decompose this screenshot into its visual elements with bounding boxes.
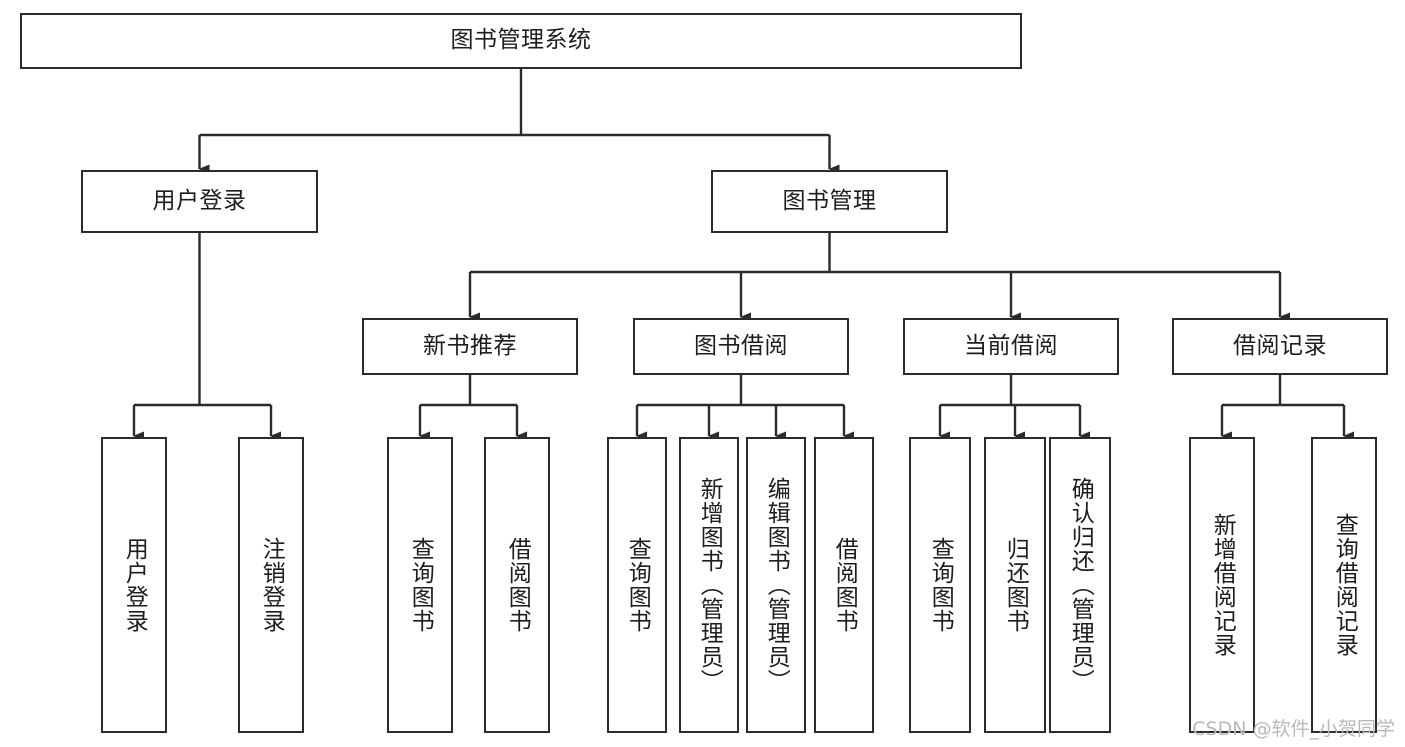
node-borrow-records-label: 借阅记录	[1233, 332, 1327, 359]
node-leaf-logout-label: 注销登录	[258, 537, 285, 633]
node-leaf-borrow-book-label: 借阅图书	[831, 537, 858, 633]
node-leaf-add-book[interactable]: 新增图书（管理员）	[679, 437, 739, 733]
node-user-login-label: 用户登录	[152, 187, 247, 214]
node-leaf-borrow-book-rec-label: 借阅图书	[504, 537, 531, 633]
node-book-borrowing-label: 图书借阅	[694, 332, 788, 359]
node-leaf-query-borrow-record[interactable]: 查询借阅记录	[1311, 437, 1377, 733]
connector-lines	[132, 69, 1354, 441]
node-leaf-confirm-return-label: 确认归还（管理员）	[1067, 477, 1094, 693]
node-book-management[interactable]: 图书管理	[711, 170, 948, 233]
node-root[interactable]: 图书管理系统	[20, 13, 1022, 69]
node-leaf-return-book-label: 归还图书	[1002, 537, 1029, 633]
node-leaf-user-login-label: 用户登录	[121, 537, 148, 633]
node-leaf-confirm-return[interactable]: 确认归还（管理员）	[1049, 437, 1111, 733]
node-leaf-query-book-current[interactable]: 查询图书	[909, 437, 971, 733]
node-leaf-edit-book[interactable]: 编辑图书（管理员）	[746, 437, 806, 733]
csdn-watermark: CSDN @软件_小贺同学	[1192, 718, 1395, 740]
node-leaf-return-book[interactable]: 归还图书	[984, 437, 1046, 733]
node-leaf-borrow-book-rec[interactable]: 借阅图书	[484, 437, 550, 733]
node-leaf-add-borrow-record[interactable]: 新增借阅记录	[1189, 437, 1255, 733]
node-leaf-query-book-rec-label: 查询图书	[407, 537, 434, 633]
node-borrow-records[interactable]: 借阅记录	[1172, 318, 1388, 375]
node-book-borrowing[interactable]: 图书借阅	[633, 318, 849, 375]
node-leaf-add-book-label: 新增图书（管理员）	[696, 477, 723, 693]
node-current-borrowing-label: 当前借阅	[964, 332, 1058, 359]
node-leaf-add-borrow-record-label: 新增借阅记录	[1209, 513, 1236, 657]
node-book-management-label: 图书管理	[782, 187, 877, 214]
node-new-book-recommendation[interactable]: 新书推荐	[362, 318, 578, 375]
node-leaf-borrow-book[interactable]: 借阅图书	[814, 437, 874, 733]
node-root-label: 图书管理系统	[450, 27, 592, 54]
node-leaf-user-login[interactable]: 用户登录	[101, 437, 167, 733]
node-leaf-query-borrow-record-label: 查询借阅记录	[1331, 513, 1358, 657]
node-new-book-recommendation-label: 新书推荐	[423, 332, 517, 359]
node-leaf-query-book-current-label: 查询图书	[927, 537, 954, 633]
node-leaf-query-book-borrow-label: 查询图书	[624, 537, 651, 633]
node-leaf-edit-book-label: 编辑图书（管理员）	[763, 477, 790, 693]
node-current-borrowing[interactable]: 当前借阅	[903, 318, 1119, 375]
node-leaf-query-book-rec[interactable]: 查询图书	[387, 437, 453, 733]
node-leaf-logout[interactable]: 注销登录	[238, 437, 304, 733]
node-user-login[interactable]: 用户登录	[81, 170, 318, 233]
node-leaf-query-book-borrow[interactable]: 查询图书	[607, 437, 667, 733]
